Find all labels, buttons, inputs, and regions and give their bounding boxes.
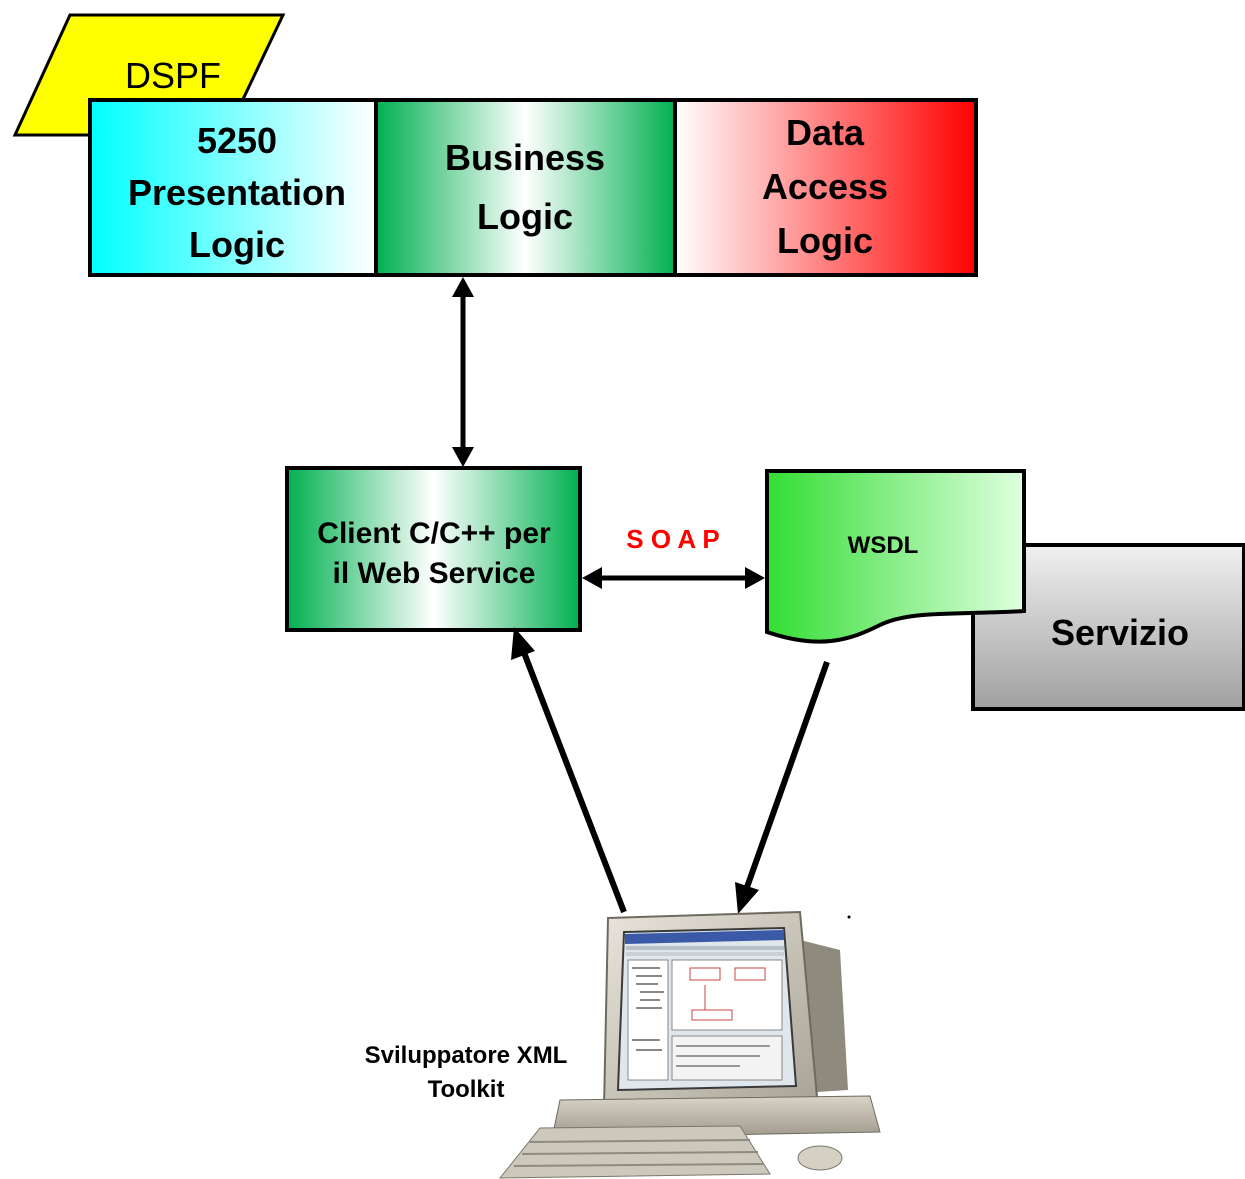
- presentation-line-1: 5250: [197, 120, 277, 161]
- presentation-layer-box: 5250 Presentation Logic: [88, 98, 378, 277]
- developer-line-2: Toolkit: [428, 1076, 505, 1103]
- data-access-line-1: Data: [786, 112, 865, 153]
- soap-arrow: [582, 567, 765, 589]
- business-layer-box: Business Logic: [374, 98, 677, 277]
- presentation-line-3: Logic: [189, 224, 285, 265]
- client-line-2: il Web Service: [333, 557, 536, 590]
- business-client-arrow: [452, 277, 474, 467]
- computer-icon: [498, 910, 881, 1179]
- dspf-label: DSPF: [125, 55, 221, 96]
- wsdl-to-toolkit-arrow: [735, 660, 830, 914]
- client-line-1: Client C/C++ per: [317, 517, 551, 550]
- business-line-1: Business: [445, 137, 605, 178]
- business-line-2: Logic: [477, 196, 573, 237]
- presentation-line-2: Presentation: [128, 172, 346, 213]
- servizio-label: Servizio: [1051, 612, 1189, 653]
- data-access-layer-box: Data Access Logic: [673, 98, 978, 277]
- wsdl-label: WSDL: [848, 532, 919, 559]
- data-access-line-2: Access: [762, 166, 888, 207]
- wsdl-document: WSDL: [765, 469, 1026, 644]
- toolkit-to-client-arrow: [511, 627, 627, 914]
- data-access-line-3: Logic: [777, 220, 873, 261]
- client-box: Client C/C++ per il Web Service: [285, 466, 582, 632]
- soap-label: S O A P: [626, 524, 719, 554]
- developer-line-1: Sviluppatore XML: [365, 1042, 568, 1069]
- dot-mark: [847, 915, 851, 919]
